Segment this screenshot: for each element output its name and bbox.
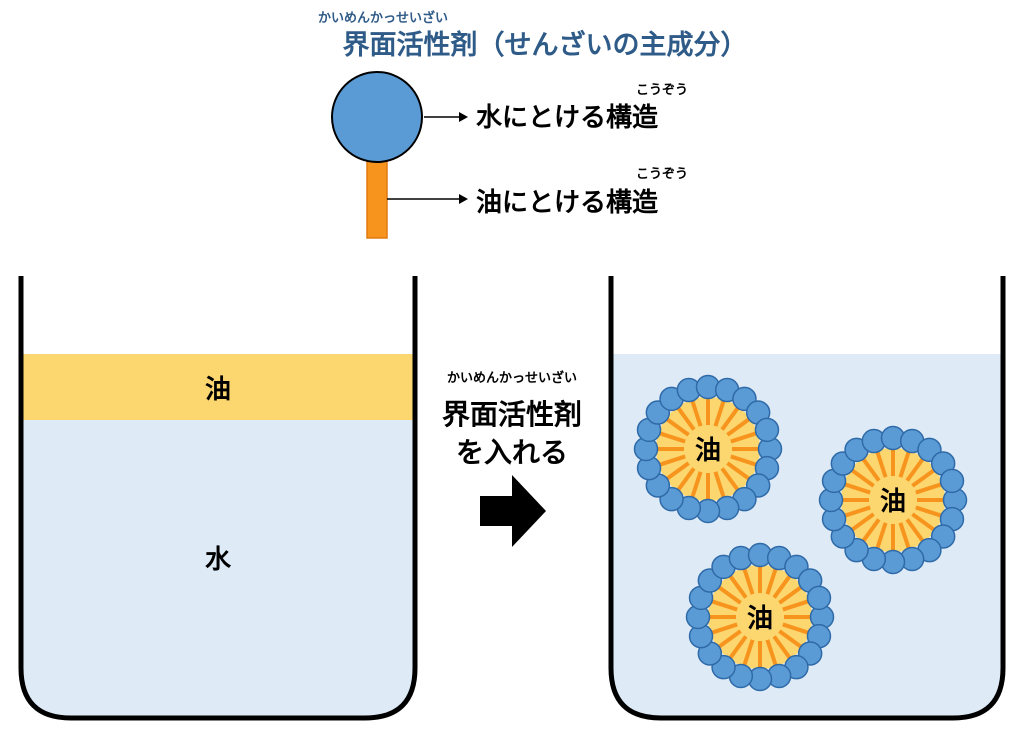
head-label: 水にとける構造 [476,103,658,133]
surfactant-tail [778,585,803,605]
surfactant-tail [905,518,925,543]
left-beaker-outline [18,276,418,721]
surfactant-tail [843,482,871,495]
surfactant-tail [875,450,888,478]
head-label-group: こうぞう 水にとける構造 [424,83,688,133]
right-beaker-outline [608,276,1006,721]
surfactant-tail [730,454,758,467]
right-arrow-icon [480,475,546,547]
title-ruby: かいめんかっせいざい [318,10,448,26]
surfactant-tail [898,450,911,478]
surfactant-tail [765,639,778,667]
tail-label-group: こうぞう 油にとける構造 [387,167,688,218]
tail-label-ruby: こうぞう [636,167,688,182]
surfactant-tail [742,639,755,667]
surfactant-tail [772,635,792,660]
micelle-oil-label: 油 [747,604,773,634]
surfactant-tail [690,471,703,499]
surfactant-tail [726,461,751,481]
surfactant-tail [915,482,943,495]
micelle-oil-label: 油 [880,487,906,517]
surfactant-tail [782,599,810,612]
micelle-oil-core [656,397,760,501]
surfactant-tail [665,417,690,437]
surfactant-tail [658,431,686,444]
surfactant-tail [850,512,875,532]
surfactant-tail [720,406,740,431]
surfactant-tail [726,417,751,437]
surfactant-tail [850,468,875,488]
surfactant-tail [898,522,911,550]
micelle: 油 [685,542,835,692]
surfactant-tail [911,512,936,532]
surfactant-tail [720,467,740,492]
tail-pointer-arrowhead [459,194,468,204]
surfactant-molecule [331,71,423,239]
surfactant-tail [730,431,758,444]
surfactant-tail [717,629,742,649]
middle-line2: を入れる [456,436,568,469]
micelle-group: 油油油 [633,374,968,692]
surfactant-tail [713,471,726,499]
page-title: 界面活性剤（せんざいの主成分） [343,29,748,61]
middle-ruby: かいめんかっせいざい [447,370,577,386]
micelle: 油 [818,425,968,575]
surfactant-tail [861,457,881,482]
surfactant-head [806,585,832,611]
surfactant-tail [665,461,690,481]
hydrophobic-tail [366,157,388,239]
surfactant-tail [713,399,726,427]
middle-line1: 界面活性剤 [442,398,582,431]
micelle-oil-core [841,448,945,552]
micelle: 油 [633,374,783,524]
surfactant-tail [765,567,778,595]
micelle-oil-core [708,565,812,669]
surfactant-tail [676,467,696,492]
surfactant-tail [728,635,748,660]
head-pointer-arrowhead [459,112,468,122]
hydrophilic-head [331,71,423,163]
surfactant-tail [778,629,803,649]
middle-caption: かいめんかっせいざい 界面活性剤 を入れる [442,370,582,547]
water-label: 水 [205,545,232,575]
micelle-oil-label: 油 [695,436,721,466]
surfactant-tail [710,599,738,612]
left-water [21,419,415,718]
tail-label: 油にとける構造 [476,188,658,218]
surfactant-tail [905,457,925,482]
surfactant-tail [717,585,742,605]
surfactant-tail [915,505,943,518]
surfactant-tail [742,567,755,595]
surfactant-tail [782,622,810,635]
surfactant-tail [861,518,881,543]
surfactant-tail [690,399,703,427]
surfactant-tail [676,406,696,431]
surfactant-tail [710,622,738,635]
left-oil-layer [21,354,415,420]
right-beaker: 油油油 [608,276,1006,721]
head-label-ruby: こうぞう [636,83,688,98]
surfactant-head [754,417,780,443]
surfactant-tail [911,468,936,488]
surfactant-tail [658,454,686,467]
left-beaker: 油 水 [18,276,418,721]
surfactant-tail [772,574,792,599]
surfactant-tail [843,505,871,518]
surfactant-tail [875,522,888,550]
oil-label: 油 [205,375,231,405]
surfactant-head [939,468,965,494]
surfactant-tail [728,574,748,599]
